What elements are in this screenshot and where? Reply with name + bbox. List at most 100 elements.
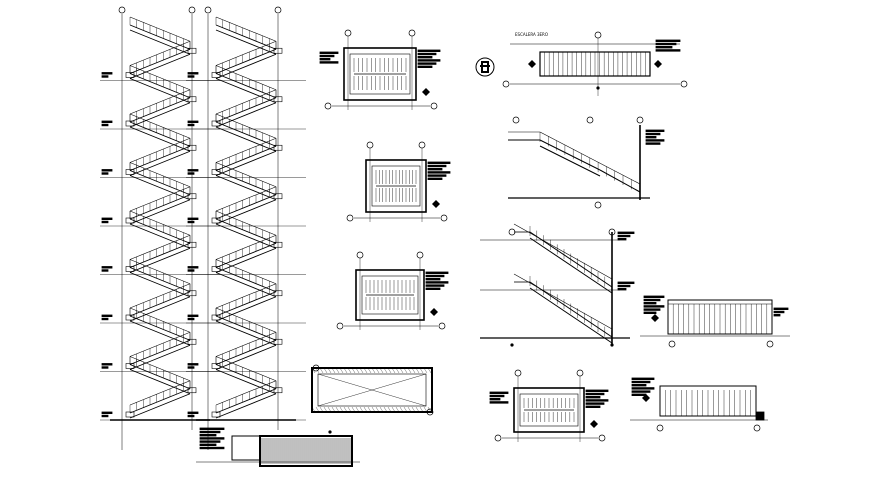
hatch — [323, 367, 328, 374]
hatch — [367, 367, 372, 374]
section-note — [645, 142, 661, 145]
hatch — [423, 406, 428, 413]
handrail — [129, 65, 191, 91]
section-e — [630, 377, 768, 432]
detail-note — [199, 427, 225, 431]
section-note — [631, 390, 651, 393]
handrail — [129, 307, 191, 333]
handrail — [215, 234, 277, 260]
plan-note — [585, 399, 609, 402]
section-d — [640, 295, 790, 348]
handrail — [129, 113, 191, 139]
hatch — [355, 367, 360, 374]
handrail — [215, 89, 277, 115]
grid-bubble — [344, 29, 352, 37]
section-note — [631, 383, 647, 387]
detail-bottom-left — [311, 364, 434, 416]
wall-outline — [513, 387, 585, 433]
cross-line — [317, 373, 427, 407]
handrail — [215, 210, 277, 236]
grid-bubble — [636, 116, 644, 124]
plan-a — [319, 29, 441, 110]
stringer — [529, 287, 613, 344]
level-note — [101, 123, 109, 127]
detail-note — [199, 430, 221, 434]
stringer — [129, 272, 191, 298]
hatch — [403, 367, 408, 374]
detail-bottom-middle — [196, 427, 360, 467]
landing — [187, 144, 197, 151]
plan-note — [585, 402, 605, 405]
landing — [273, 193, 283, 200]
plan-note — [489, 401, 509, 404]
hatch — [351, 406, 356, 413]
landing — [187, 338, 197, 345]
hatch — [387, 406, 392, 413]
handrail — [215, 162, 277, 188]
landing — [187, 193, 197, 200]
hatch — [403, 406, 408, 413]
grid-bubble — [668, 340, 676, 348]
grid-bubble — [346, 214, 354, 222]
plan-note — [319, 58, 331, 61]
hatch — [331, 367, 336, 374]
landing — [187, 241, 197, 248]
stringer — [215, 242, 277, 268]
section-note — [631, 380, 651, 384]
stringer — [215, 29, 277, 55]
stringer — [215, 145, 277, 171]
landing — [273, 47, 283, 54]
handrail — [129, 89, 191, 115]
landing — [125, 411, 135, 418]
handrail — [215, 16, 277, 42]
stringer — [215, 48, 277, 74]
stringer — [215, 320, 277, 346]
plan-note — [585, 395, 601, 399]
section-note — [617, 287, 627, 291]
plan-note — [417, 62, 437, 65]
level-note — [187, 220, 195, 224]
section-note — [643, 311, 657, 315]
plan-note — [427, 164, 447, 168]
handrail — [129, 137, 191, 163]
level-note — [187, 269, 195, 272]
hatch — [399, 367, 404, 374]
level-note — [187, 72, 199, 75]
stringer — [129, 29, 191, 55]
level-note — [101, 269, 109, 272]
stringer — [129, 223, 191, 249]
stringer — [129, 315, 191, 341]
plan-note — [489, 394, 505, 398]
grid-bubble — [656, 424, 664, 432]
stringer — [215, 97, 277, 123]
plan-note — [427, 177, 443, 181]
grid-bubble — [356, 251, 364, 259]
detail-block — [231, 435, 261, 461]
stringer — [129, 344, 191, 370]
section-note — [617, 284, 631, 288]
plan-d — [489, 369, 609, 442]
stringer — [129, 194, 191, 220]
section-c-title: ESCALERA 3ERO — [515, 32, 548, 37]
level-note — [101, 411, 113, 415]
stair-outline — [349, 53, 411, 95]
section-note — [655, 42, 677, 46]
grid-bubble — [430, 102, 438, 110]
grid-bubble — [416, 251, 424, 259]
grid-bubble — [594, 201, 602, 209]
plan-note — [427, 161, 451, 165]
hatch — [343, 367, 348, 374]
stringer — [129, 97, 191, 123]
grid-bubble — [576, 369, 584, 377]
hatch — [327, 367, 332, 374]
section-note — [773, 310, 785, 314]
stringer — [215, 247, 277, 273]
grid-bubble — [753, 424, 761, 432]
hatch — [379, 406, 384, 413]
stringer — [215, 393, 277, 419]
section-note — [655, 39, 681, 43]
handrail — [129, 162, 191, 188]
level-note — [187, 169, 199, 172]
plan-note — [425, 284, 445, 287]
section-c — [502, 31, 688, 96]
